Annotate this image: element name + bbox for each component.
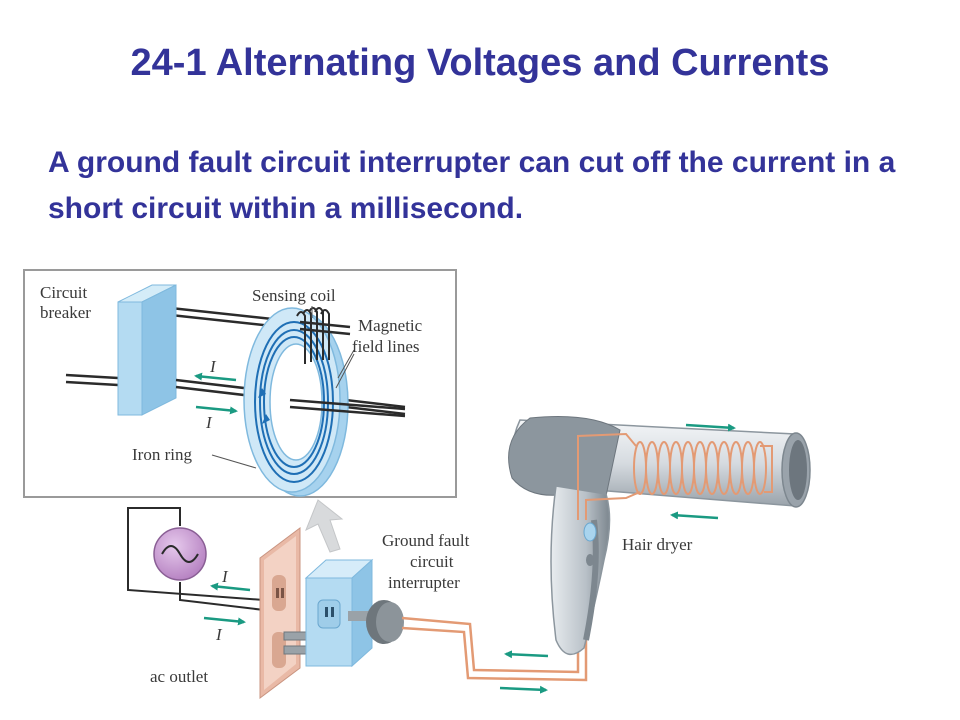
label-field-lines: field lines [352,337,420,356]
ac-source-circuit: I I [127,507,265,644]
ac-outlet [259,527,301,699]
slide-subtitle: A ground fault circuit interrupter can c… [48,146,896,225]
dryer-plug [348,600,404,644]
label-ground-fault: Ground fault [382,531,470,550]
label-current-source-bottom: I [215,625,223,644]
gfci-device [304,558,374,668]
label-gfci-interrupter: interrupter [388,573,460,592]
hair-dryer [508,416,811,656]
label-current-lower: I [205,413,213,432]
label-circuit: Circuit [40,283,87,302]
label-gfci-circuit: circuit [410,552,454,571]
label-current-upper: I [209,357,217,376]
inset-current-arrows [194,372,238,415]
zoom-arrow [305,499,344,553]
sensing-coil [296,307,330,364]
circuit-breaker-block [117,284,177,416]
label-ac-outlet: ac outlet [150,667,208,686]
label-breaker: breaker [40,303,91,322]
iron-ring [243,307,349,497]
label-sensing-coil: Sensing coil [252,286,336,305]
inset-panel: Circuit breaker Sensing coil Magnetic fi… [23,269,457,498]
slide-title: 24-1 Alternating Voltages and Currents [130,42,830,84]
heating-coil [577,432,773,520]
label-iron-ring: Iron ring [132,445,192,464]
label-magnetic: Magnetic [358,316,423,335]
label-hair-dryer: Hair dryer [622,535,693,554]
label-current-source-top: I [221,567,229,586]
